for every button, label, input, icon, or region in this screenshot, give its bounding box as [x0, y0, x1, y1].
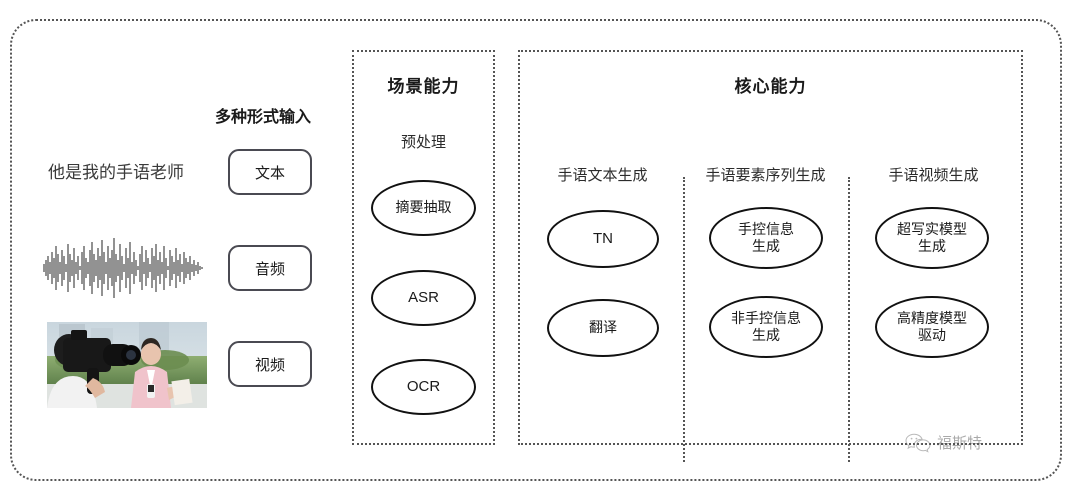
scene-subsection-label: 预处理	[400, 134, 446, 151]
outer-frame	[10, 19, 1062, 481]
node-ocr-label: OCR	[406, 377, 441, 395]
node-manual-signal-generation-label: 手控信息 生成	[738, 220, 794, 254]
node-asr-label: ASR	[408, 288, 439, 306]
node-translation[interactable]: 翻译	[547, 299, 659, 357]
node-summary-extraction[interactable]: 摘要抽取	[371, 180, 476, 236]
node-ocr[interactable]: OCR	[371, 359, 476, 415]
core-column-label-video-generation: 手语视频生成	[888, 167, 979, 184]
input-box-video-label: 视频	[254, 356, 285, 374]
core-capability-title: 核心能力	[734, 77, 807, 96]
input-box-audio-label: 音频	[254, 260, 285, 278]
multi-input-title: 多种形式输入	[215, 109, 312, 126]
node-asr[interactable]: ASR	[371, 270, 476, 326]
sample-sentence-text: 他是我的手语老师	[48, 163, 184, 182]
core-divider-2	[848, 177, 850, 462]
core-column-label-element-sequence: 手语要素序列生成	[705, 167, 826, 184]
input-box-audio[interactable]: 音频	[228, 245, 312, 291]
wechat-icon	[905, 433, 931, 453]
node-non-manual-signal-generation[interactable]: 非手控信息 生成	[709, 296, 823, 358]
node-non-manual-signal-generation-label: 非手控信息 生成	[731, 309, 801, 343]
node-high-precision-model-driving[interactable]: 高精度模型 驱动	[875, 296, 989, 358]
core-divider-1	[683, 177, 685, 462]
node-tn-label: TN	[593, 229, 613, 247]
audio-waveform-icon	[40, 236, 204, 300]
scene-capability-title: 场景能力	[387, 77, 460, 96]
node-translation-label: 翻译	[589, 319, 617, 336]
scene-capability-box: 场景能力 预处理 摘要抽取 ASR OCR	[352, 50, 495, 445]
node-photorealistic-model-generation[interactable]: 超写实模型 生成	[875, 207, 989, 269]
input-box-text-label: 文本	[254, 164, 285, 182]
node-manual-signal-generation[interactable]: 手控信息 生成	[709, 207, 823, 269]
input-box-text[interactable]: 文本	[228, 149, 312, 195]
node-summary-extraction-label: 摘要抽取	[395, 199, 452, 216]
node-tn[interactable]: TN	[547, 210, 659, 268]
input-box-video[interactable]: 视频	[228, 341, 312, 387]
watermark: 福斯特	[905, 432, 982, 453]
node-photorealistic-model-generation-label: 超写实模型 生成	[897, 220, 967, 254]
core-column-label-text-generation: 手语文本生成	[557, 167, 648, 184]
video-thumbnail-image	[47, 322, 207, 408]
node-high-precision-model-driving-label: 高精度模型 驱动	[897, 309, 967, 343]
core-capability-box: 核心能力 手语文本生成 TN 翻译 手语要素序列生成 手控信息 生成 非手控信息…	[518, 50, 1023, 462]
watermark-text: 福斯特	[937, 435, 983, 452]
